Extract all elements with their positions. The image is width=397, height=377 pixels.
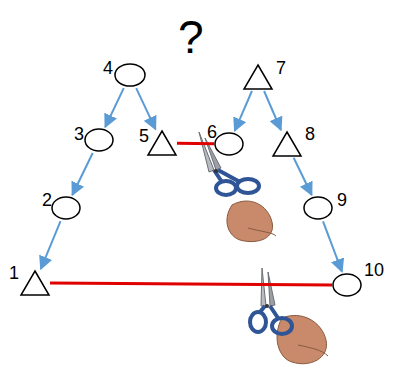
node-number: 5 xyxy=(139,126,149,146)
node-number: 9 xyxy=(337,190,347,210)
male-triangle: 5 xyxy=(147,130,177,156)
descent-arrow xyxy=(264,91,281,130)
node-number: 8 xyxy=(305,124,315,144)
male-triangle: 8 xyxy=(272,131,302,157)
descent-arrow xyxy=(294,158,312,195)
node-outline xyxy=(243,64,273,90)
descent-arrow xyxy=(41,221,61,269)
scissors-illustration xyxy=(250,268,328,364)
descent-arrow xyxy=(136,88,155,129)
marriage-line xyxy=(50,283,332,285)
node-outline xyxy=(272,131,302,157)
node-outline xyxy=(303,196,333,220)
female-circle: 2 xyxy=(51,196,81,220)
node-outline xyxy=(147,130,177,156)
node-outline xyxy=(214,132,244,156)
node-number: 7 xyxy=(276,58,286,78)
node-outline xyxy=(332,273,362,297)
descent-arrow xyxy=(105,88,124,127)
female-circle: 10 xyxy=(332,273,362,297)
node-number: 6 xyxy=(207,122,217,142)
female-circle: 9 xyxy=(303,196,333,220)
node-outline xyxy=(84,128,114,152)
descent-arrow xyxy=(235,91,252,131)
title-mark: ? xyxy=(178,12,204,62)
node-outline xyxy=(51,196,81,220)
marriage-line xyxy=(177,142,214,146)
descent-arrow xyxy=(323,221,342,271)
node-number: 2 xyxy=(42,190,52,210)
male-triangle: 1 xyxy=(20,270,50,296)
node-number: 1 xyxy=(9,263,19,283)
male-triangle: 7 xyxy=(243,64,273,90)
node-number: 10 xyxy=(364,260,384,280)
female-circle: 4 xyxy=(114,63,146,87)
descent-arrow xyxy=(72,153,92,195)
female-circle: 3 xyxy=(84,128,114,152)
node-outline xyxy=(114,63,146,87)
node-number: 4 xyxy=(103,58,113,78)
scissors-illustration xyxy=(199,132,276,242)
node-number: 3 xyxy=(74,124,84,144)
node-outline xyxy=(20,270,50,296)
female-circle: 6 xyxy=(214,132,244,156)
